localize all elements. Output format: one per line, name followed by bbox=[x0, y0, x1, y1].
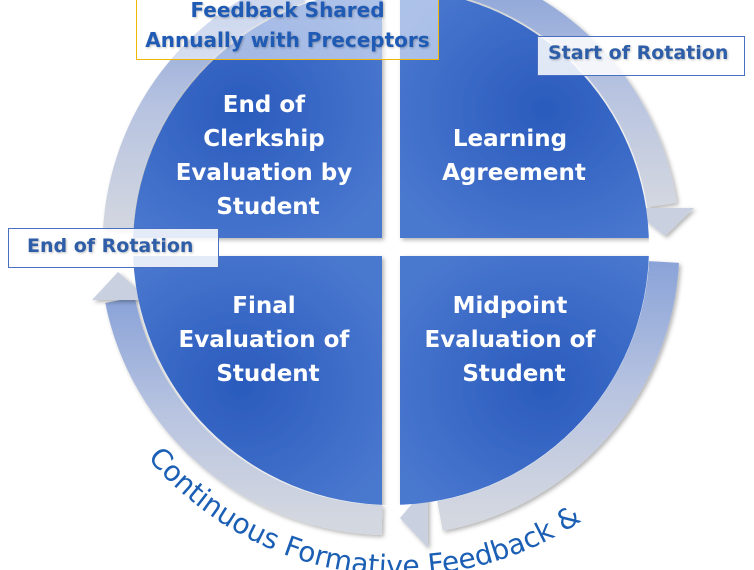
feedback-shared-label: Feedback Shared Annually with Preceptors bbox=[136, 0, 439, 60]
ring-arrow-bottom-right bbox=[437, 261, 679, 531]
feedback-line-1: Feedback Shared bbox=[190, 0, 385, 22]
quadrant-top-right-text: Learning Agreement bbox=[442, 126, 586, 186]
arrowhead-up-icon bbox=[92, 272, 150, 300]
feedback-line-2: Annually with Preceptors bbox=[145, 28, 430, 52]
quadrant-bottom-left-text: Final Evaluation of Student bbox=[179, 293, 358, 387]
end-of-rotation-label: End of Rotation bbox=[8, 228, 219, 268]
quadrant-top-left-text: End of Clerkship Evaluation by Student bbox=[176, 92, 361, 220]
quadrant-bottom-right-text: Midpoint Evaluation of Student bbox=[425, 293, 604, 387]
start-of-rotation-label: Start of Rotation bbox=[537, 36, 745, 76]
ring-arrow-bottom-left bbox=[105, 297, 383, 535]
